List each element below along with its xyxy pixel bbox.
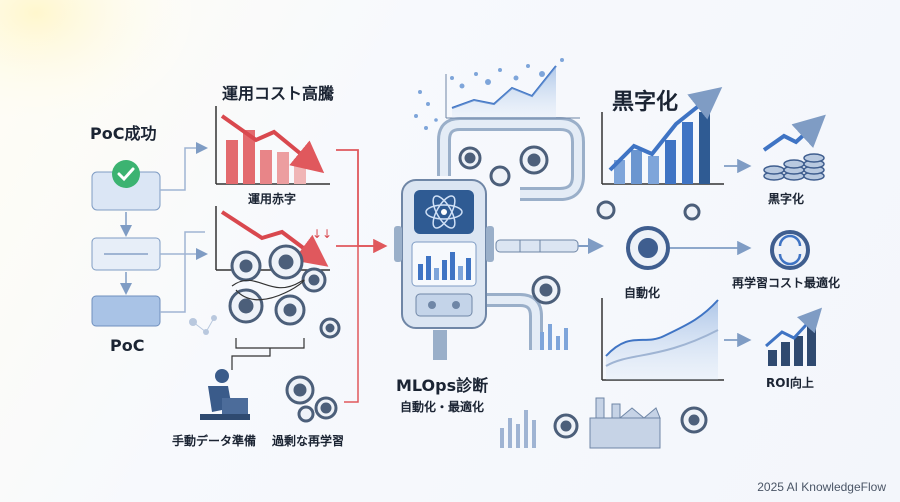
roi-label: ROI向上 (766, 376, 814, 390)
cost-bar (243, 130, 255, 184)
atom-icon (441, 209, 447, 215)
mlops-title: MLOps診断 (396, 376, 489, 395)
profit-title: 黒字化 (612, 90, 679, 115)
roi-bars-icon (768, 326, 816, 366)
machine-gears (458, 145, 561, 305)
poc-success-label: PoC成功 (90, 124, 157, 143)
poc-flow (91, 142, 208, 327)
top-trend-chart (445, 65, 580, 119)
cost-bar (226, 140, 238, 184)
light-glow (0, 0, 360, 260)
check-icon (112, 160, 140, 188)
retrain-refresh-icon (770, 230, 810, 270)
svg-text:↓↓: ↓↓ (312, 227, 332, 241)
overfit-label: 過剰な再学習 (272, 434, 345, 448)
cost-bar (277, 152, 289, 184)
cost-bar (260, 150, 272, 184)
bottom-gears (553, 406, 708, 439)
mlops-machine (394, 117, 585, 360)
factory-icon (589, 397, 661, 449)
deficit-label: 運用赤字 (248, 192, 297, 206)
cost-chart-1 (215, 106, 330, 185)
manual-data-label: 手動データ準備 (172, 434, 257, 448)
down-trend-arrow (220, 114, 325, 174)
cost-title: 運用コスト高騰 (222, 84, 335, 103)
profit-chart (601, 87, 724, 185)
footer-credit: 2025 AI KnowledgeFlow (757, 480, 886, 494)
bottom-bars (500, 410, 536, 448)
automation-gear-icon (626, 226, 670, 270)
decor-dots (189, 315, 217, 335)
profit-arrow-icon (762, 114, 826, 152)
poc-label: PoC (110, 336, 145, 355)
roi-area-chart (601, 298, 724, 381)
automation-label: 自動化 (624, 286, 661, 300)
mlops-subtitle: 自動化・最適化 (400, 400, 485, 414)
mini-bars (540, 324, 568, 350)
small-gears (596, 200, 701, 221)
decor-dots (414, 58, 564, 130)
overfit-gears (285, 375, 338, 423)
coins-icon (763, 153, 825, 181)
worker-icon (200, 369, 250, 420)
poc-result-box (91, 295, 161, 327)
cost-bar (294, 160, 306, 184)
up-trend-arrow (608, 87, 723, 172)
tangled-gears (228, 244, 341, 339)
profit-label: 黒字化 (768, 192, 805, 206)
retrain-label: 再学習コスト最適化 (732, 276, 841, 290)
